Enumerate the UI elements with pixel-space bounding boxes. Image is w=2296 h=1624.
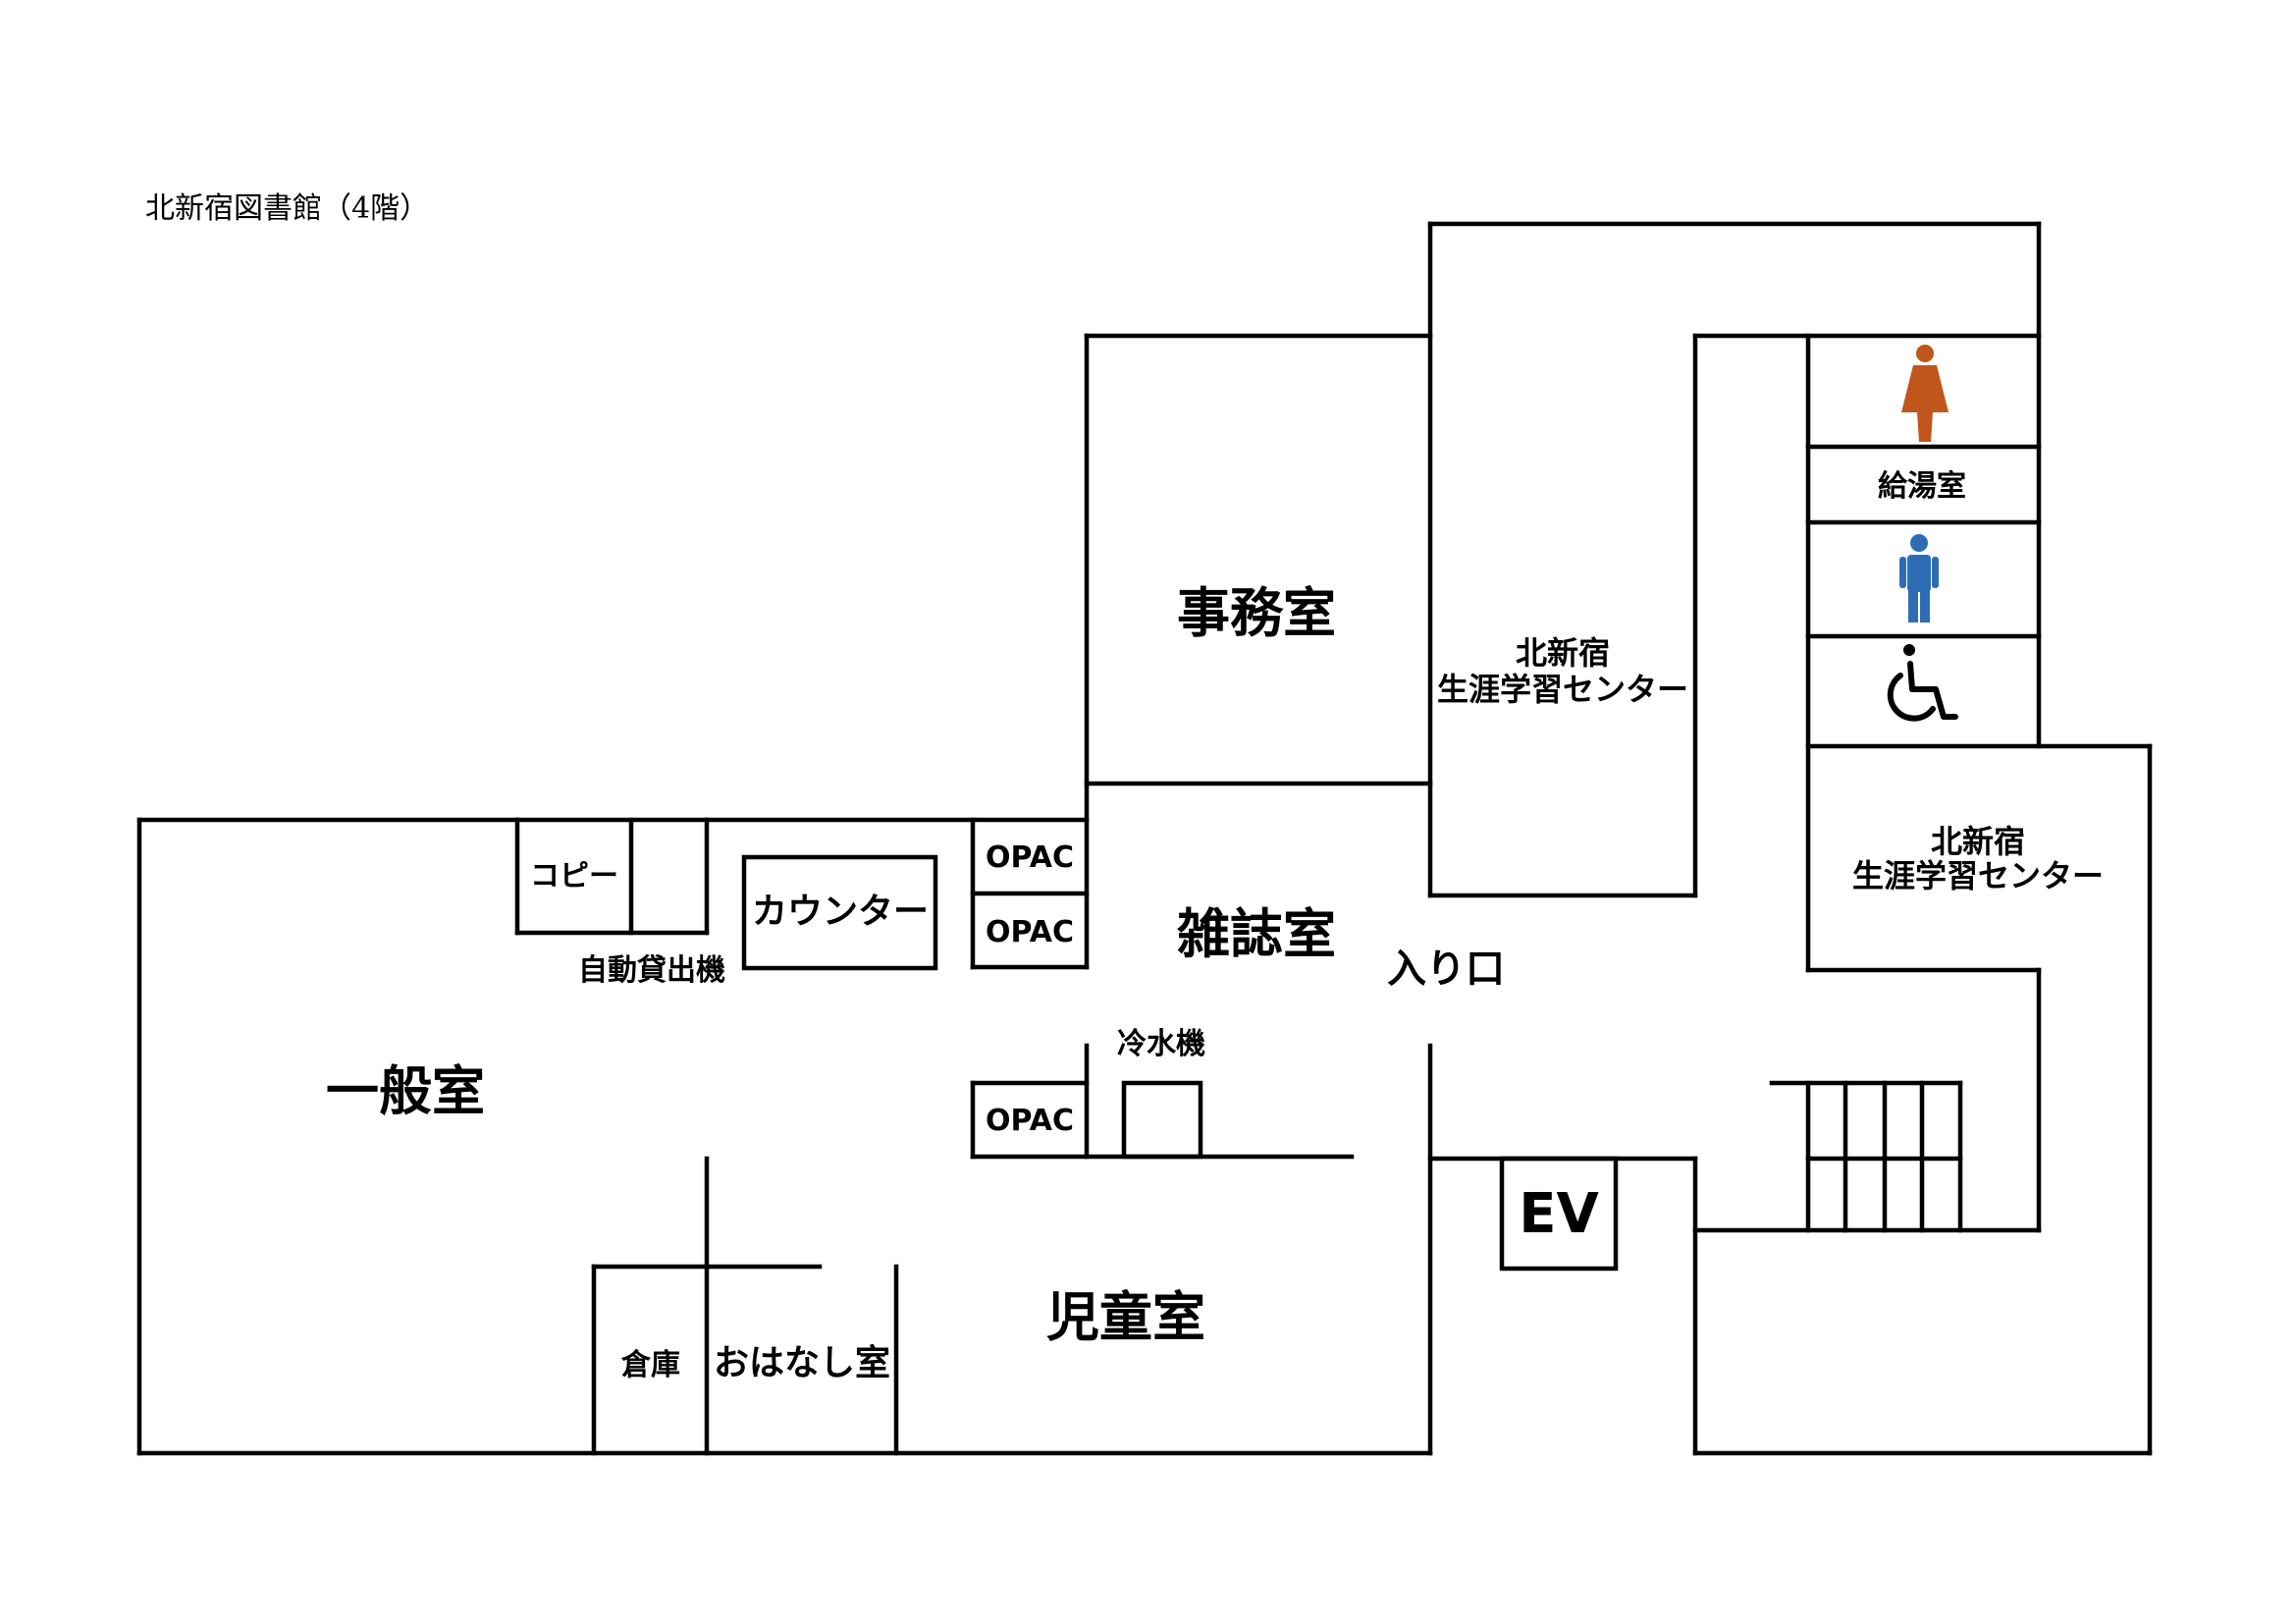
map-title: 北新宿図書館（4階） — [145, 191, 429, 226]
wheelchair-icon — [1887, 644, 1958, 722]
elevator-label: EV — [1519, 1182, 1599, 1246]
room-label-kitchenette: 給湯室 — [1878, 469, 1966, 504]
room-label-center-right-2: 生涯学習センター — [1852, 857, 2104, 894]
room-labels: 事務室 北新宿 生涯学習センター 北新宿 生涯学習センター 給湯室 一般室 コピ… — [326, 469, 2104, 1383]
male-restroom-icon — [1899, 534, 1939, 623]
room-label-office: 事務室 — [1177, 582, 1336, 644]
room-label-opac-3: OPAC — [986, 1104, 1074, 1138]
room-label-water-cooler: 冷水機 — [1117, 1027, 1205, 1061]
room-label-opac-2: OPAC — [986, 915, 1074, 949]
room-label-storage: 倉庫 — [620, 1348, 680, 1382]
room-label-children: 児童室 — [1046, 1286, 1205, 1348]
room-label-counter: カウンター — [752, 892, 929, 932]
female-restroom-icon — [1901, 345, 1949, 442]
room-label-center-upper-1: 北新宿 — [1516, 634, 1610, 672]
room-label-center-upper-2: 生涯学習センター — [1437, 671, 1688, 708]
room-label-storytelling: おはなし室 — [714, 1343, 890, 1383]
room-label-general: 一般室 — [326, 1060, 485, 1122]
room-label-copy: コピー — [530, 859, 618, 893]
entrance-label: 入り口 — [1387, 947, 1505, 992]
room-label-self-checkout: 自動貸出機 — [578, 953, 725, 988]
walls — [136, 221, 2153, 1456]
room-label-magazines: 雑誌室 — [1176, 903, 1336, 965]
room-label-opac-1: OPAC — [986, 840, 1074, 875]
room-label-center-right-1: 北新宿 — [1931, 823, 2025, 860]
